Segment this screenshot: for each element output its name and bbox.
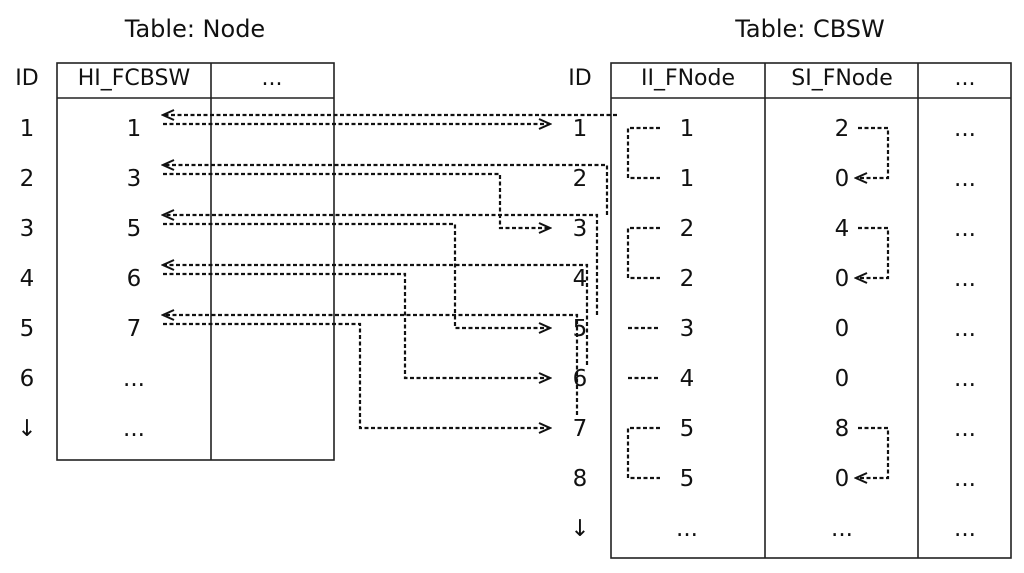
cbsw-ii-fnode-cell: 5 — [680, 466, 695, 492]
cbsw-ii-fnode-cell: 2 — [680, 266, 695, 292]
forward-reference-arrow — [163, 172, 550, 228]
node-hi-fcbsw-cell: ... — [123, 366, 145, 392]
cbsw-id-cell: 1 — [573, 116, 588, 142]
cbsw-id-cell: 3 — [573, 216, 588, 242]
cbsw-more-cell: ... — [954, 116, 976, 142]
node-id-cell: 3 — [20, 216, 35, 242]
cbsw-ii-fnode-cell: 3 — [680, 316, 695, 342]
node-id-cell: 2 — [20, 166, 35, 192]
ii-fnode-link — [626, 426, 660, 480]
node-col-header-more: ... — [262, 66, 283, 91]
cbsw-id-cell: 4 — [573, 266, 588, 292]
node-id-header: ID — [15, 66, 38, 91]
cbsw-col-header-si-fnode: SI_FNode — [791, 66, 893, 91]
cbsw-table: Table: CBSW ID II_FNode SI_FNode ... 1 1 2… — [568, 15, 1012, 559]
node-hi-fcbsw-cell: 5 — [127, 216, 142, 242]
cbsw-si-fnode-cell: 0 — [835, 466, 850, 492]
cbsw-more-cell: ... — [954, 366, 976, 392]
node-table-border — [56, 62, 335, 461]
cbsw-ii-fnode-cell: 4 — [680, 366, 695, 392]
cbsw-si-fnode-cell: 0 — [835, 316, 850, 342]
cbsw-id-cell: 6 — [573, 366, 588, 392]
cbsw-more-cell: ... — [954, 316, 976, 342]
node-rows: 1 1 2 3 3 5 4 6 5 7 6... ↓... — [17, 116, 145, 442]
cbsw-ii-fnode-cell: 5 — [680, 416, 695, 442]
cbsw-ii-fnode-cell: ... — [676, 516, 698, 542]
si-fnode-link — [856, 126, 890, 178]
node-hi-fcbsw-cell: 1 — [127, 116, 142, 142]
node-id-cell: 4 — [20, 266, 35, 292]
ii-fnode-link — [626, 126, 660, 180]
si-fnode-link — [856, 226, 890, 278]
cbsw-more-cell: ... — [954, 516, 976, 542]
node-col-header-hi-fcbsw: HI_FCBSW — [78, 66, 191, 91]
node-hi-fcbsw-cell: 6 — [127, 266, 142, 292]
reference-links — [163, 115, 890, 480]
forward-reference-arrow — [163, 322, 550, 428]
back-reference-arrow — [163, 315, 579, 415]
cbsw-col-header-ii-fnode: II_FNode — [641, 66, 735, 91]
node-id-cell: ↓ — [17, 416, 36, 442]
cbsw-id-cell: 7 — [573, 416, 588, 442]
cbsw-table-title: Table: CBSW — [734, 15, 885, 43]
cbsw-more-cell: ... — [954, 216, 976, 242]
cbsw-id-header: ID — [568, 66, 591, 91]
cbsw-ii-fnode-cell: 1 — [680, 116, 695, 142]
back-reference-arrow — [163, 265, 589, 365]
node-table: Table: Node ID HI_FCBSW ... 1 1 2 3 3 5 4 6 5 7 6.… — [15, 15, 335, 461]
cbsw-col-header-more: ... — [955, 66, 976, 91]
node-id-cell: 1 — [20, 116, 35, 142]
cbsw-id-cell: 8 — [573, 466, 588, 492]
ii-fnode-link — [626, 226, 660, 280]
cbsw-id-cell: 5 — [573, 316, 588, 342]
cbsw-more-cell: ... — [954, 266, 976, 292]
cbsw-table-border — [610, 62, 1012, 559]
cbsw-more-cell: ... — [954, 416, 976, 442]
node-id-cell: 5 — [20, 316, 35, 342]
cbsw-si-fnode-cell: 2 — [835, 116, 850, 142]
node-hi-fcbsw-cell: 7 — [127, 316, 142, 342]
node-hi-fcbsw-cell: ... — [123, 416, 145, 442]
cbsw-si-fnode-cell: ... — [831, 516, 853, 542]
cbsw-more-cell: ... — [954, 166, 976, 192]
cbsw-si-fnode-cell: 0 — [835, 266, 850, 292]
back-reference-arrow — [163, 215, 599, 315]
cbsw-si-fnode-cell: 4 — [835, 216, 850, 242]
node-table-title: Table: Node — [124, 15, 265, 43]
back-reference-arrow — [163, 165, 609, 215]
cbsw-id-cell: ↓ — [570, 516, 589, 542]
cbsw-ii-fnode-cell: 2 — [680, 216, 695, 242]
cbsw-more-cell: ... — [954, 466, 976, 492]
forward-reference-arrow — [163, 222, 550, 328]
cbsw-si-fnode-cell: 0 — [835, 166, 850, 192]
si-fnode-link — [856, 426, 890, 478]
forward-reference-arrow — [163, 272, 550, 378]
cbsw-si-fnode-cell: 8 — [835, 416, 850, 442]
node-hi-fcbsw-cell: 3 — [127, 166, 142, 192]
cbsw-id-cell: 2 — [573, 166, 588, 192]
cbsw-ii-fnode-cell: 1 — [680, 166, 695, 192]
cbsw-si-fnode-cell: 0 — [835, 366, 850, 392]
node-id-cell: 6 — [20, 366, 35, 392]
